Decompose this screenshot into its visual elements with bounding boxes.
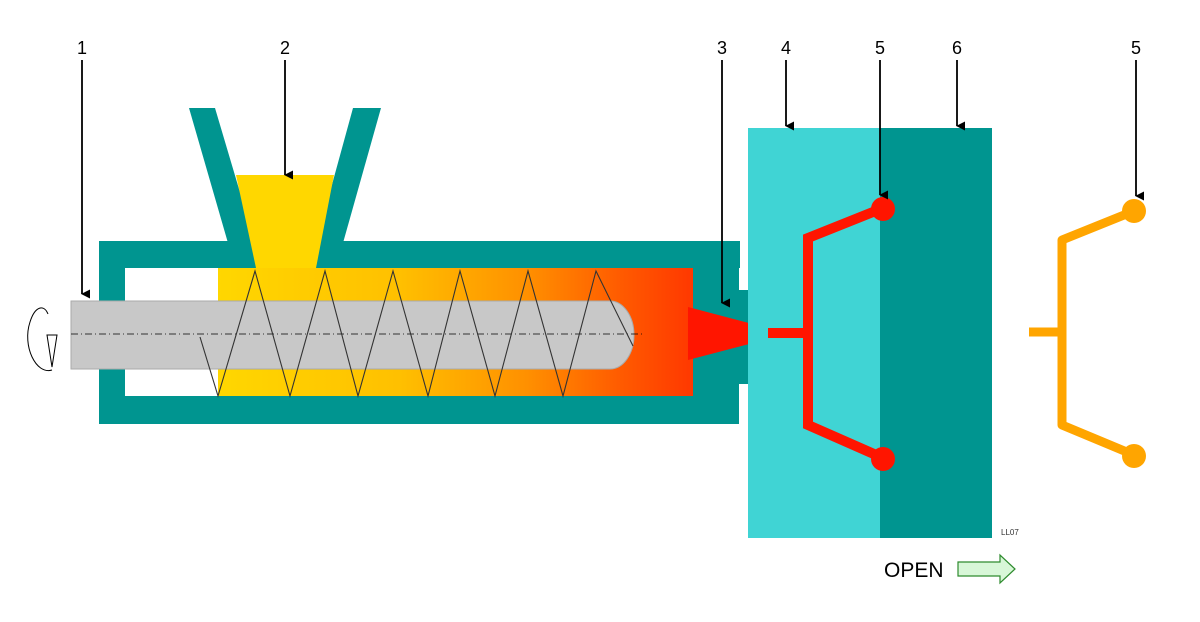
hopper-left-wall (189, 108, 255, 243)
hopper-right-wall (316, 108, 381, 243)
rotation-icon (27, 307, 53, 371)
hopper-base-right (315, 241, 740, 268)
nozzle-melt (688, 307, 768, 360)
screw-flights (199, 268, 634, 399)
callout-number-4: 4 (781, 38, 791, 58)
callout-number-6: 6 (952, 38, 962, 58)
figure-code: LL07 (1001, 528, 1019, 537)
ejected-part (1029, 199, 1146, 468)
open-label: OPEN (884, 559, 944, 582)
screw-shaft (70, 300, 635, 370)
open-arrow-icon (957, 553, 1016, 585)
mold-moving-half (880, 128, 992, 538)
rotation-arrowhead-icon (46, 334, 58, 368)
callout-number-2: 2 (280, 38, 290, 58)
molten-part (768, 197, 895, 471)
hopper-base-left (99, 241, 256, 268)
callout-number-5b: 5 (1131, 38, 1141, 58)
callout-number-3: 3 (717, 38, 727, 58)
hopper-granules (236, 175, 334, 268)
callout-number-5a: 5 (875, 38, 885, 58)
callout-number-1: 1 (77, 38, 87, 58)
